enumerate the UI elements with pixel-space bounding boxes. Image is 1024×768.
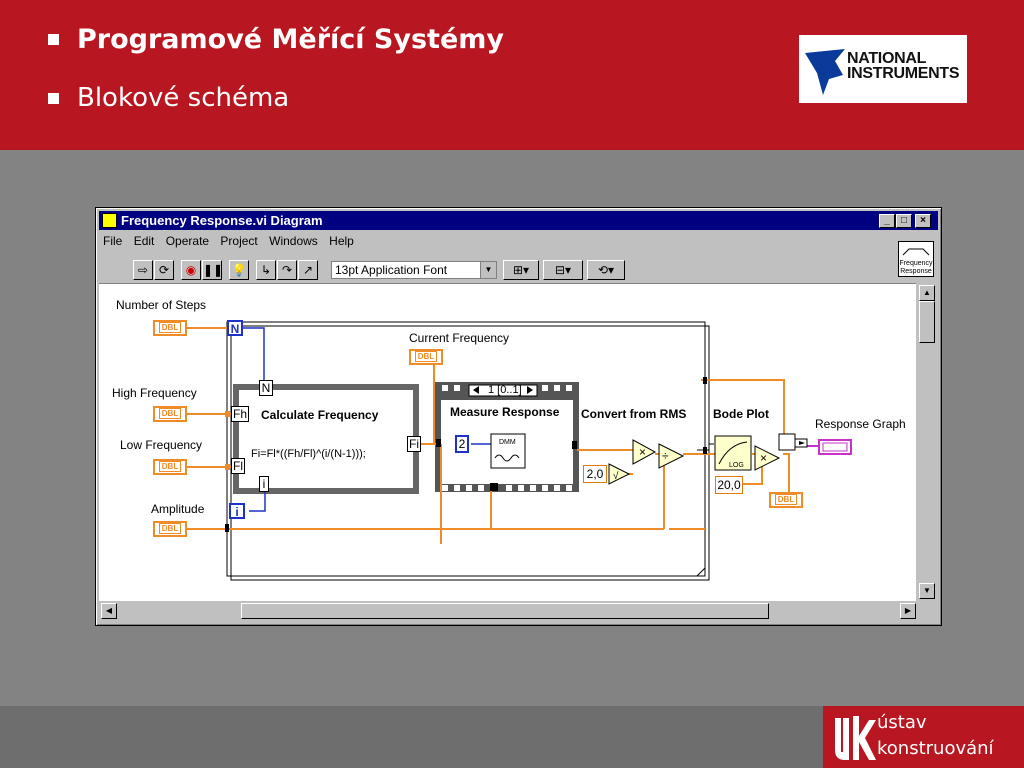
font-select[interactable]: 13pt Application Font ▼: [331, 261, 497, 279]
response-graph-label: Response Graph: [815, 417, 906, 431]
low-frequency-terminal[interactable]: DBL: [153, 459, 187, 475]
formula-input-n: N: [259, 380, 273, 396]
uk-logo-line2: konstruování: [877, 738, 994, 759]
bullet-icon: [48, 92, 59, 104]
slide-subtitle-text: Blokové schéma: [77, 83, 290, 113]
vi-icon[interactable]: Frequency Response: [898, 241, 934, 277]
formula-input-i: i: [259, 476, 269, 492]
number-of-steps-terminal[interactable]: DBL: [153, 320, 187, 336]
step-over-icon[interactable]: ↷: [277, 260, 297, 280]
slide-title-text: Programové Měřící Systémy: [77, 24, 504, 55]
menu-edit[interactable]: Edit: [133, 234, 155, 248]
menu-operate[interactable]: Operate: [165, 234, 210, 248]
slide-header: Programové Měřící Systémy Blokové schéma…: [0, 0, 1024, 150]
amplitude-terminal[interactable]: DBL: [153, 521, 187, 537]
window-title: Frequency Response.vi Diagram: [121, 213, 323, 228]
maximize-button[interactable]: □: [896, 214, 912, 228]
pause-icon[interactable]: ❚❚: [202, 260, 223, 280]
menu-help[interactable]: Help: [329, 234, 354, 248]
svg-text:×: ×: [760, 451, 767, 465]
ni-logo-line2: INSTRUMENTS: [847, 65, 960, 82]
type-badge: DBL: [158, 408, 182, 419]
frequency-response-icon: [902, 248, 930, 256]
close-button[interactable]: ×: [915, 214, 931, 228]
ni-logo-text: NATIONAL INSTRUMENTS: [847, 50, 960, 82]
minimize-button[interactable]: _: [879, 214, 895, 228]
svg-text:LOG: LOG: [729, 462, 744, 469]
slide-subtitle: Blokové schéma: [48, 83, 289, 113]
svg-text:×: ×: [639, 445, 646, 459]
run-icon[interactable]: ⇨: [133, 260, 153, 280]
horizontal-scroll-thumb[interactable]: [241, 603, 769, 619]
convert-from-rms-label: Convert from RMS: [581, 407, 687, 421]
svg-text:√: √: [613, 470, 619, 482]
font-select-value: 13pt Application Font: [335, 263, 448, 277]
current-frequency-indicator[interactable]: DBL: [409, 349, 443, 365]
scroll-down-icon[interactable]: ▼: [919, 583, 935, 599]
high-frequency-terminal[interactable]: DBL: [153, 406, 187, 422]
vertical-scrollbar[interactable]: ▲ ▼: [918, 283, 936, 601]
svg-text:DMM: DMM: [499, 439, 516, 446]
vertical-scroll-thumb[interactable]: [919, 301, 935, 343]
formula-output-fi: Fi: [407, 436, 421, 452]
menu-file[interactable]: File: [103, 234, 123, 248]
uk-monogram-icon: [835, 716, 876, 760]
vi-icon-label: Frequency Response: [899, 260, 933, 275]
menu-project[interactable]: Project: [220, 234, 258, 248]
menubar: File Edit Operate Project Windows Help: [99, 232, 358, 250]
high-frequency-label: High Frequency: [112, 386, 197, 400]
loop-index-terminal[interactable]: i: [229, 503, 245, 519]
calculate-frequency-title: Calculate Frequency: [261, 408, 379, 422]
chevron-down-icon: ▼: [480, 262, 496, 278]
type-badge: DBL: [774, 494, 798, 505]
bode-plot-label: Bode Plot: [713, 407, 769, 421]
uk-logo-line1: ústav: [877, 712, 927, 733]
bode-output-indicator[interactable]: DBL: [769, 492, 803, 508]
channel-constant[interactable]: 2: [455, 435, 469, 453]
sequence-selector[interactable]: 1 [0..1]: [488, 384, 522, 396]
low-frequency-label: Low Frequency: [120, 438, 203, 452]
reorder-icon[interactable]: ⟲▾: [587, 260, 625, 280]
formula-input-fl: Fl: [231, 458, 245, 474]
type-badge: DBL: [158, 322, 182, 333]
window-titlebar[interactable]: Frequency Response.vi Diagram _ □ ×: [99, 211, 938, 230]
abort-icon[interactable]: ◉: [181, 260, 201, 280]
type-badge: DBL: [414, 351, 438, 362]
run-continuously-icon[interactable]: ⟳: [154, 260, 174, 280]
distribute-objects-icon[interactable]: ⊟▾: [543, 260, 583, 280]
ni-eagle-icon: [805, 49, 845, 95]
horizontal-scrollbar[interactable]: ◀ ▶: [99, 602, 918, 620]
slide-title: Programové Měřící Systémy: [48, 24, 504, 55]
loop-count-terminal[interactable]: N: [227, 320, 243, 336]
svg-text:÷: ÷: [662, 449, 669, 463]
ni-logo-line1: NATIONAL: [847, 50, 927, 67]
block-diagram-canvas[interactable]: × ÷ √ × LOG DMM Number of Steps DBL High…: [99, 283, 916, 601]
align-objects-icon[interactable]: ⊞▾: [503, 260, 539, 280]
labview-diagram-window: Frequency Response.vi Diagram _ □ × File…: [95, 207, 942, 626]
vi-arrow-icon: [102, 213, 117, 228]
type-badge: DBL: [158, 461, 182, 472]
scroll-right-icon[interactable]: ▶: [900, 603, 916, 619]
rms-constant[interactable]: 2,0: [583, 465, 607, 483]
ustav-konstruovani-logo: ústav konstruování: [823, 706, 1024, 768]
national-instruments-logo: NATIONAL INSTRUMENTS: [799, 35, 967, 103]
scroll-up-icon[interactable]: ▲: [919, 285, 935, 301]
db-constant[interactable]: 20,0: [715, 476, 743, 494]
step-out-icon[interactable]: ↗: [298, 260, 318, 280]
amplitude-label: Amplitude: [151, 502, 205, 516]
formula-text: Fi=Fl*((Fh/Fl)^(i/(N-1)));: [251, 448, 366, 460]
formula-input-fh: Fh: [231, 406, 249, 422]
toolbar: ⇨ ⟳ ◉ ❚❚ 💡 ↳ ↷ ↗ 13pt Application Font ▼…: [99, 256, 938, 282]
step-into-icon[interactable]: ↳: [256, 260, 276, 280]
type-badge: DBL: [158, 523, 182, 534]
scroll-left-icon[interactable]: ◀: [101, 603, 117, 619]
menu-windows[interactable]: Windows: [269, 234, 318, 248]
number-of-steps-label: Number of Steps: [116, 298, 207, 312]
highlight-execution-icon[interactable]: 💡: [229, 260, 249, 280]
bullet-icon: [48, 34, 59, 45]
measure-response-title: Measure Response: [450, 405, 560, 419]
current-frequency-label: Current Frequency: [409, 331, 510, 345]
